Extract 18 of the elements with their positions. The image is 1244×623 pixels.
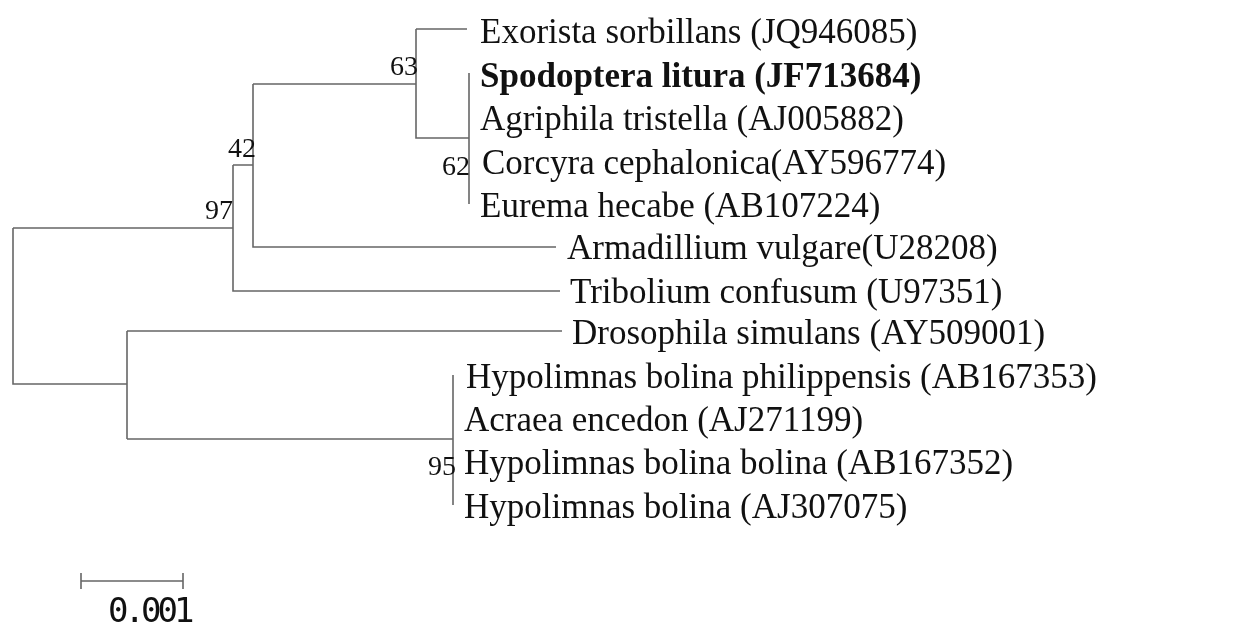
- taxon-label: Agriphila tristella (AJ005882): [480, 100, 904, 136]
- taxon-label: Eurema hecabe (AB107224): [480, 187, 881, 223]
- taxon-label: Acraea encedon (AJ271199): [464, 401, 864, 437]
- taxon-label: Corcyra cephalonica(AY596774): [482, 144, 947, 180]
- taxon-label: Hypolimnas bolina bolina (AB167352): [464, 444, 1014, 480]
- taxon-label: Tribolium confusum (U97351): [570, 273, 1003, 309]
- taxon-label: Drosophila simulans (AY509001): [572, 314, 1046, 350]
- scale-bar-label: 0.001: [108, 593, 191, 623]
- taxon-label: Armadillium vulgare(U28208): [567, 229, 998, 265]
- bootstrap-value: 42: [228, 134, 256, 162]
- taxon-label: Hypolimnas bolina philippensis (AB167353): [466, 358, 1097, 394]
- bootstrap-value: 63: [390, 52, 418, 80]
- taxon-label: Exorista sorbillans (JQ946085): [480, 13, 918, 49]
- bootstrap-value: 95: [428, 452, 456, 480]
- taxon-label: Spodoptera litura (JF713684): [480, 57, 922, 93]
- bootstrap-value: 62: [442, 152, 470, 180]
- taxon-label: Hypolimnas bolina (AJ307075): [464, 488, 908, 524]
- bootstrap-value: 97: [205, 196, 233, 224]
